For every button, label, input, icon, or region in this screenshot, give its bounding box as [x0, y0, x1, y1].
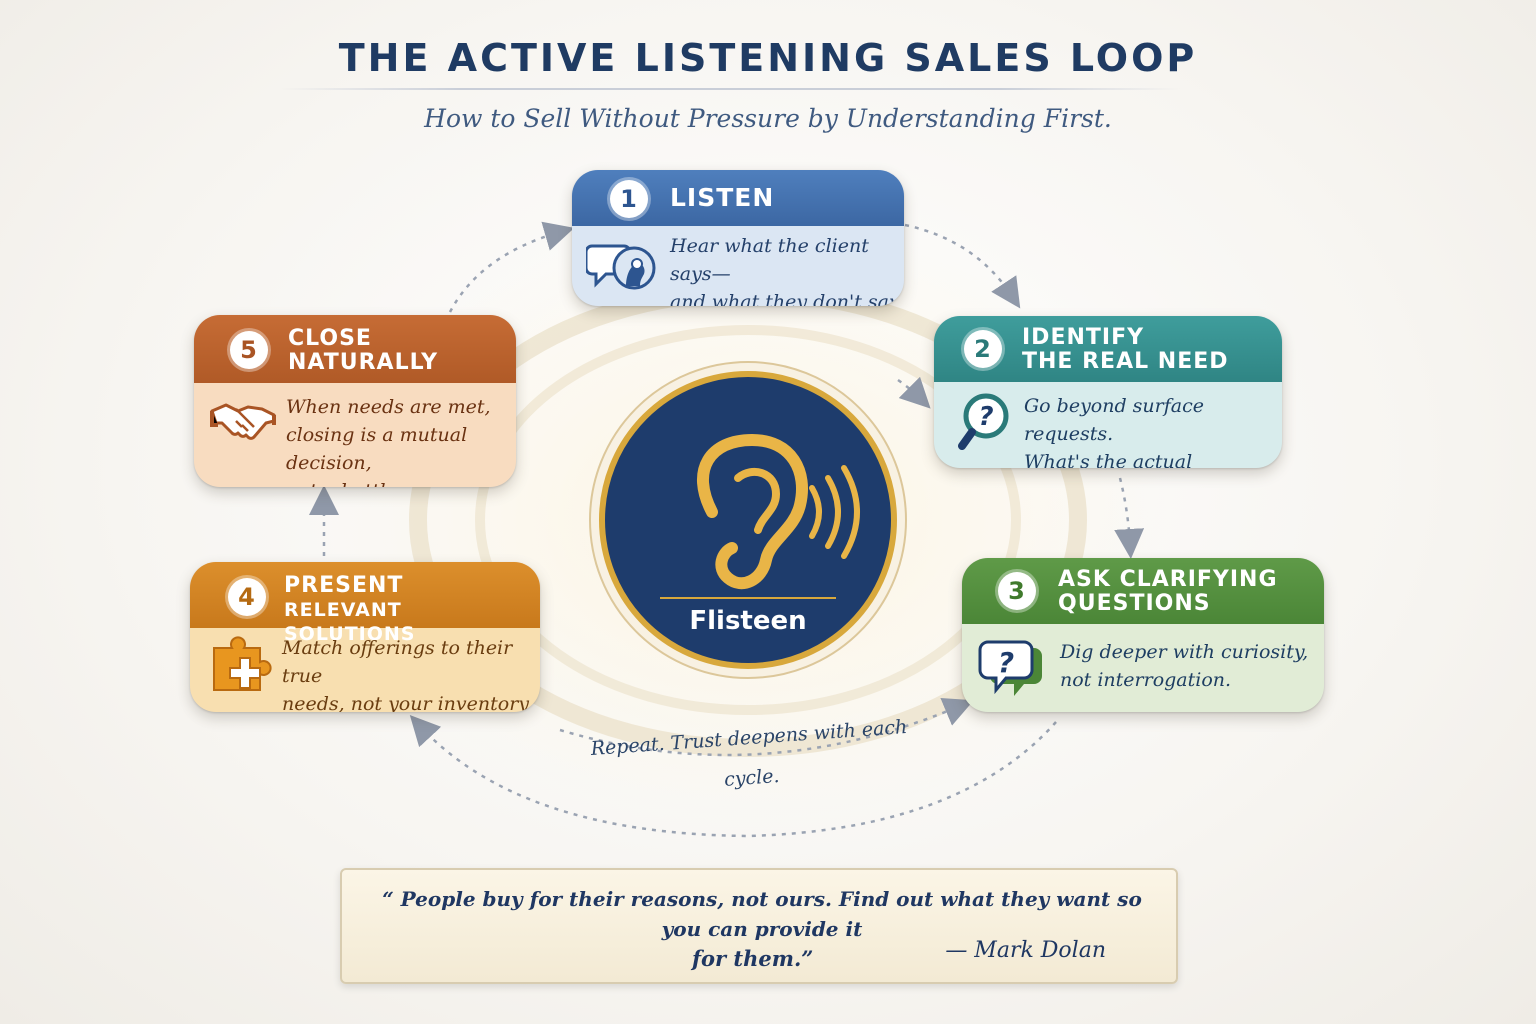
- step-description: Dig deeper with curiosity, not interroga…: [1060, 641, 1309, 691]
- center-badge: [599, 371, 897, 669]
- quote-text: “ People buy for their reasons, not ours…: [382, 887, 1142, 971]
- step-title: PRESENT RELEVANT SOLUTIONS: [284, 573, 416, 646]
- step-title: LISTEN: [670, 183, 775, 212]
- question-bubble-icon: ?: [978, 640, 1042, 696]
- quote-author: — Mark Dolan: [945, 938, 1106, 963]
- step-description: Match offerings to their true needs, not…: [282, 637, 533, 712]
- step-card-present-solutions[interactable]: 4 PRESENT RELEVANT SOLUTIONS Match offer…: [190, 562, 540, 712]
- step-number: 5: [230, 331, 268, 369]
- arrow-into-2: [897, 376, 931, 409]
- step-header: 1 LISTEN: [572, 170, 904, 226]
- step-number: 1: [610, 180, 648, 218]
- arrow-5-to-1: [448, 221, 575, 313]
- step-header: 2 IDENTIFY THE REAL NEED: [934, 316, 1282, 382]
- step-description: When needs are met, closing is a mutual …: [286, 396, 491, 487]
- step-header: 4 PRESENT RELEVANT SOLUTIONS: [190, 562, 540, 645]
- center-label: Flisteen: [689, 606, 807, 636]
- step-number: 2: [964, 330, 1002, 368]
- svg-text:?: ?: [998, 646, 1014, 679]
- puzzle-piece-icon: [213, 636, 272, 691]
- svg-text:?: ?: [978, 402, 993, 432]
- page-title: THE ACTIVE LISTENING SALES LOOP: [338, 36, 1198, 80]
- magnifier-question-icon: ?: [958, 393, 1009, 450]
- step-description: Go beyond surface requests. What's the a…: [1024, 395, 1204, 468]
- step-title: ASK CLARIFYING QUESTIONS: [1058, 567, 1278, 616]
- speech-head-icon: [586, 244, 656, 290]
- inner-ring: [475, 325, 1021, 715]
- arrow-inner-loop: [559, 697, 974, 757]
- step-description: Hear what the client says— and what they…: [670, 235, 904, 306]
- step-card-close-naturally[interactable]: 5 CLOSE NATURALLY When needs are met, cl…: [194, 315, 516, 487]
- step-card-listen[interactable]: 1 LISTEN Hear what the client says— and …: [572, 170, 904, 306]
- step-header: 5 CLOSE NATURALLY: [194, 315, 516, 383]
- arrow-2-to-3: [1114, 477, 1145, 559]
- handshake-icon: [210, 403, 276, 440]
- step-card-ask-questions[interactable]: 3 ASK CLARIFYING QUESTIONS ? Dig deeper …: [962, 558, 1324, 712]
- step-card-identify-need[interactable]: 2 IDENTIFY THE REAL NEED ? Go beyond sur…: [934, 316, 1282, 468]
- step-header: 3 ASK CLARIFYING QUESTIONS: [962, 558, 1324, 624]
- page-subtitle: How to Sell Without Pressure by Understa…: [424, 104, 1112, 133]
- title-divider: [280, 88, 1180, 90]
- step-number: 3: [998, 572, 1036, 610]
- step-title: IDENTIFY THE REAL NEED: [1022, 325, 1229, 374]
- step-title: CLOSE NATURALLY: [288, 326, 439, 375]
- ear-sound-icon: [697, 433, 860, 590]
- step-number: 4: [228, 578, 266, 616]
- quote-box: “ People buy for their reasons, not ours…: [340, 868, 1178, 984]
